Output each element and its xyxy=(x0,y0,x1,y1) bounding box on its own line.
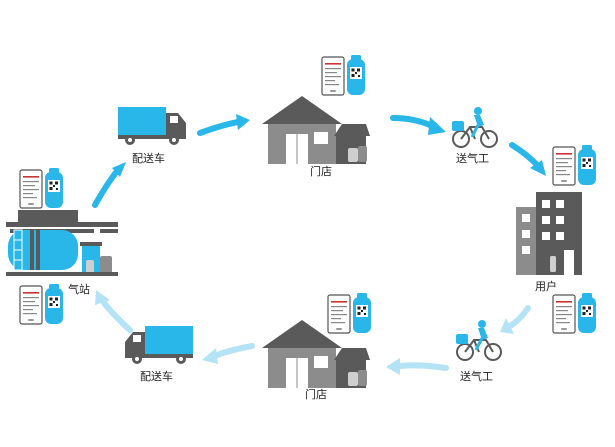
phone-tank-card-icon xyxy=(552,144,597,186)
arrow-head xyxy=(202,348,218,364)
truck-bottom-node: 配送车 xyxy=(125,326,193,383)
arrow-head xyxy=(95,290,110,305)
courier-top-node: 送气工 xyxy=(450,105,499,165)
phone-tank-card-icon xyxy=(552,292,597,334)
store-icon xyxy=(261,95,371,165)
user-node: 用户 xyxy=(516,144,597,334)
delivery-truck-icon xyxy=(118,107,186,145)
flow-arrow xyxy=(197,119,241,136)
arrow-head xyxy=(112,162,126,177)
gas-station-icon xyxy=(6,210,118,276)
store-top-node: 门店 xyxy=(261,54,371,178)
label-courier-bottom: 送气工 xyxy=(460,369,493,383)
store-bottom-node: 门店 xyxy=(261,292,372,401)
arrow-head xyxy=(236,114,250,130)
arrow-head xyxy=(386,358,400,375)
label-store-bottom: 门店 xyxy=(305,387,327,401)
phone-tank-card-icon xyxy=(321,54,366,96)
gas-station-node: 气站 xyxy=(6,167,118,325)
label-courier-top: 送气工 xyxy=(456,151,489,165)
label-store-top: 门店 xyxy=(310,164,332,178)
flow-arrow xyxy=(507,305,531,329)
courier-bottom-node: 送气工 xyxy=(454,318,503,383)
flow-arrow xyxy=(92,167,121,208)
flow-arrow xyxy=(509,142,541,169)
delivery-truck-icon xyxy=(125,326,193,364)
flow-arrow xyxy=(211,343,255,359)
truck-top-node: 配送车 xyxy=(118,107,186,165)
arrow-head xyxy=(428,117,446,135)
label-gas-station: 气站 xyxy=(68,282,90,296)
arrow-head xyxy=(500,318,514,334)
phone-tank-card-icon xyxy=(19,283,64,325)
flow-arrow xyxy=(99,297,133,333)
label-truck-bottom: 配送车 xyxy=(140,369,173,383)
building-icon xyxy=(516,192,582,275)
phone-tank-card-icon xyxy=(327,292,372,334)
label-user: 用户 xyxy=(535,279,557,293)
phone-tank-card-icon xyxy=(19,167,64,209)
label-truck-top: 配送车 xyxy=(132,151,165,165)
courier-bike-icon xyxy=(454,318,503,362)
flow-arrow xyxy=(390,115,435,129)
arrow-head xyxy=(530,160,546,176)
courier-bike-icon xyxy=(450,105,499,149)
store-icon xyxy=(261,319,371,389)
flow-arrow xyxy=(397,362,449,371)
